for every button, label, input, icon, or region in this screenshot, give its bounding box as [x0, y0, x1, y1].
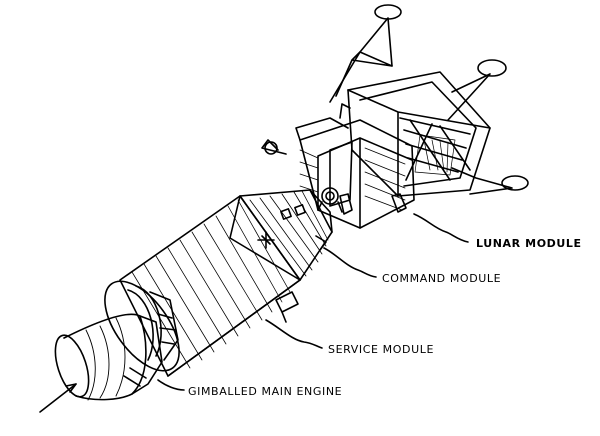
main-engine-label: GIMBALLED MAIN ENGINE: [188, 385, 342, 398]
lm-footpad-lower: [501, 175, 529, 191]
service-module-label: SERVICE MODULE: [328, 343, 434, 356]
leader-command-module: [323, 247, 377, 278]
command-module-label: COMMAND MODULE: [382, 272, 501, 285]
leader-service-module: [265, 319, 323, 349]
service-module-drawing: [104, 195, 301, 377]
lunar-module-label: LUNAR MODULE: [476, 237, 582, 250]
lm-footpad-right: [477, 59, 507, 77]
engine-pointer-arrow: [39, 383, 77, 413]
main-engine-drawing: [54, 313, 163, 401]
lunar-module-drawing: [261, 4, 529, 229]
leader-main-engine: [157, 379, 185, 391]
lm-footpad-top: [374, 4, 402, 20]
leader-lunar-module: [413, 213, 469, 243]
